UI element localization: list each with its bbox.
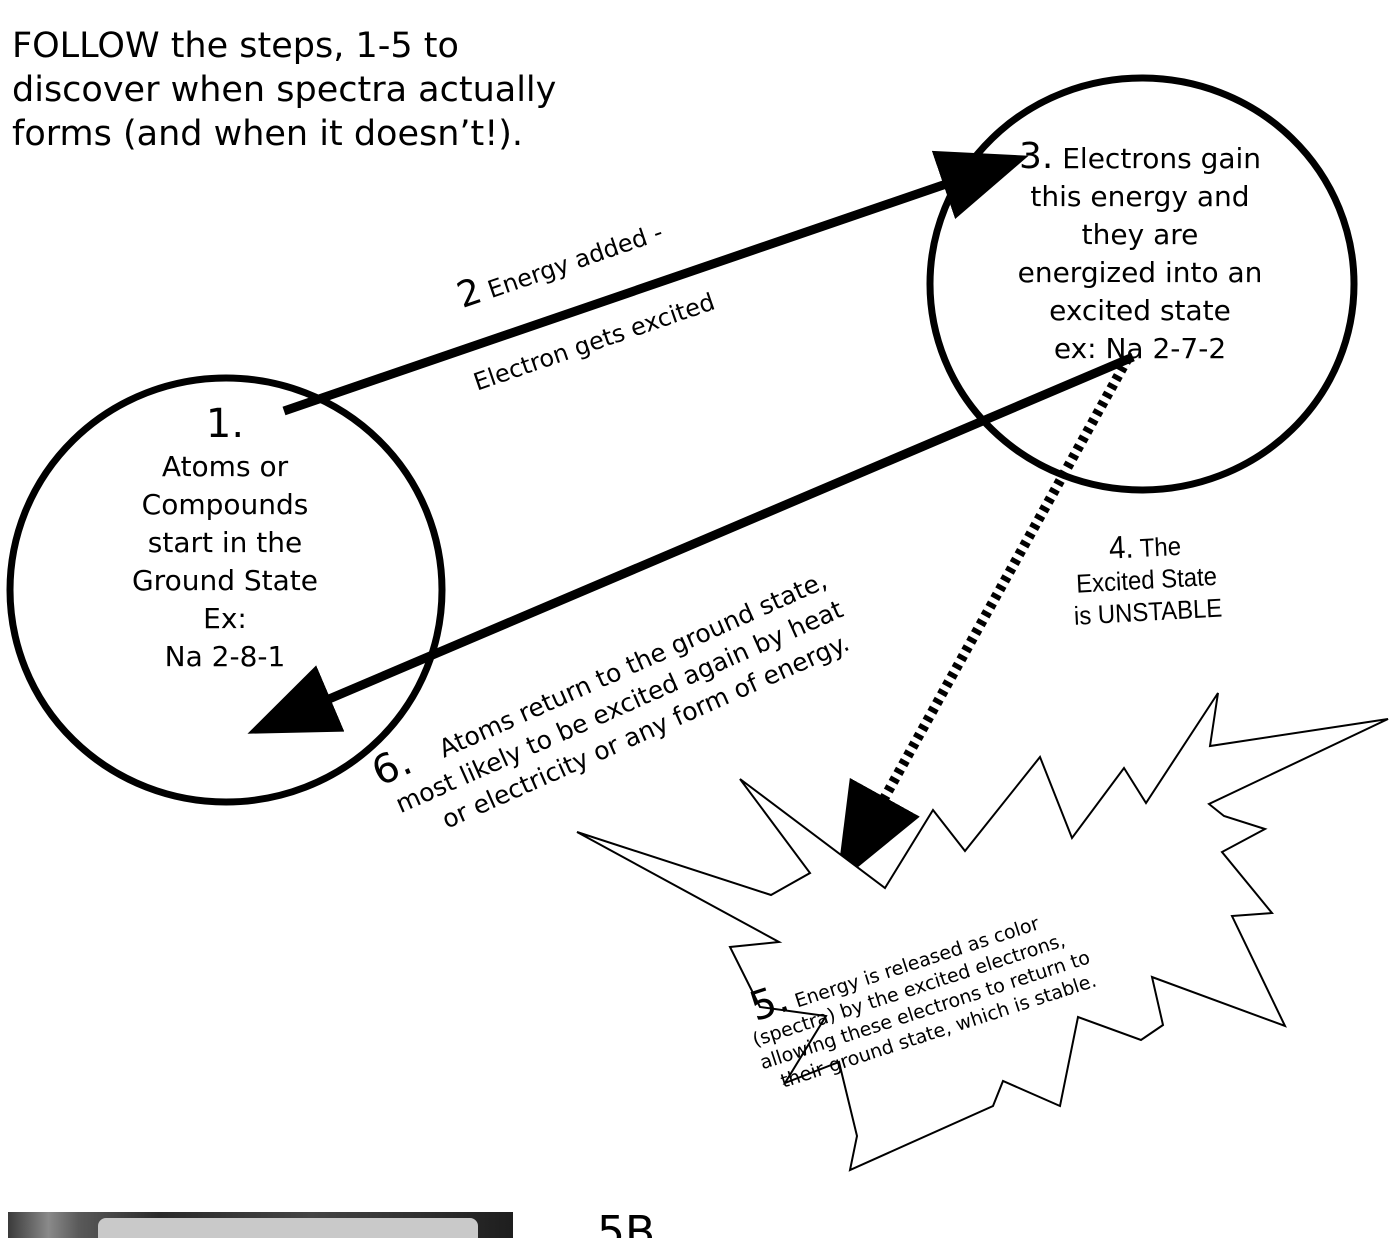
step-1-number: 1.	[205, 401, 245, 447]
step-1-line: Atoms or	[161, 450, 289, 483]
step-3-line: this energy and	[1030, 180, 1250, 213]
step-3-line: excited state	[1049, 294, 1231, 327]
ground-state-circle	[6, 374, 446, 806]
instructions-line-1: FOLLOW the steps, 1-5 to	[12, 26, 459, 66]
step-3-line: ex: Na 2-7-2	[1053, 332, 1227, 365]
step-3-line: energized into an	[1017, 256, 1263, 289]
step-5b-label: 5B	[597, 1207, 656, 1238]
step-3-first-line: 3. Electrons gain	[990, 138, 1290, 178]
step-3-number: 3.	[1018, 136, 1054, 177]
energy-release-starburst	[576, 692, 1389, 1172]
step-4-line: The	[1139, 530, 1182, 564]
excited-state-circle	[926, 74, 1358, 494]
step-1-line: start in the	[147, 526, 303, 559]
flame-test-photo	[8, 1212, 513, 1238]
return-to-ground-arrow	[247, 352, 1135, 734]
instructions-line-3: forms (and when it doesn’t!).	[12, 114, 524, 154]
step-4-text: 4. The Excited State is UNSTABLE	[1070, 526, 1223, 632]
energy-added-arrow	[282, 150, 1029, 416]
step-1-line: Ground State	[131, 564, 318, 597]
step-3-line: they are	[1081, 218, 1199, 251]
step-1-line: Compounds	[141, 488, 309, 521]
step-3-line: Electrons gain	[1062, 142, 1262, 175]
instructions-text: FOLLOW the steps, 1-5 to discover when s…	[12, 24, 556, 156]
step-3-text: 3. Electrons gain this energy and they a…	[990, 138, 1290, 368]
step-1-text: 1. Atoms or Compounds start in the Groun…	[102, 402, 348, 676]
instructions-line-2: discover when spectra actually	[12, 70, 557, 110]
step-1-line: Ex:	[203, 602, 247, 635]
step-1-line: Na 2-8-1	[164, 640, 286, 673]
step-4-number: 4.	[1108, 528, 1135, 566]
